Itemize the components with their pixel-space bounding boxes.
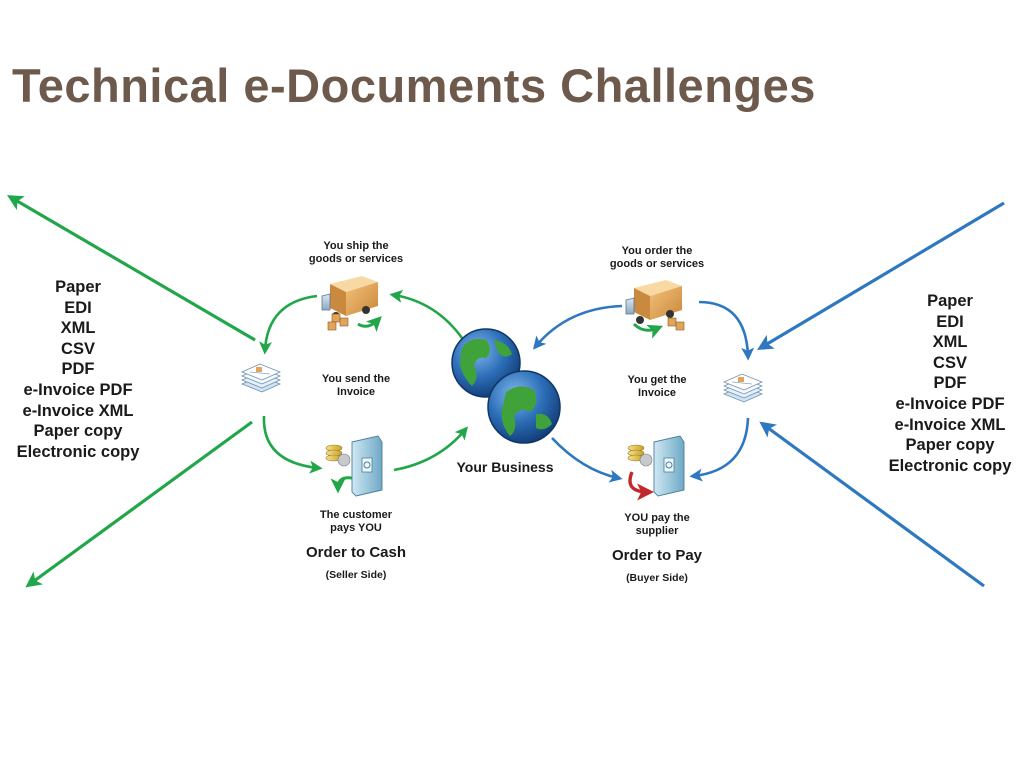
format-item: PDF (933, 374, 967, 393)
format-item: Electronic copy (888, 456, 1012, 475)
format-item: Electronic copy (16, 442, 140, 461)
format-item: PDF (61, 360, 95, 379)
left-upper-diagonal-arrow (7, 195, 256, 342)
seller-arrow-business-to-ship (389, 289, 464, 339)
invoice-documents-icon (240, 363, 282, 393)
truck-icon (321, 276, 382, 333)
buyer-arrow-business-to-order (532, 304, 623, 350)
seller-arrow-ship-to-invoice (259, 294, 318, 355)
format-item: Paper copy (905, 436, 995, 455)
right-upper-diagonal-arrow (757, 201, 1005, 350)
format-item: XML (60, 319, 96, 338)
format-item: Paper (55, 278, 101, 296)
format-item: e-Invoice XML (894, 415, 1006, 434)
seller-arrow-invoice-to-pay (262, 415, 323, 474)
format-item: XML (932, 333, 968, 352)
buyer-arrow-order-to-invoice (698, 300, 755, 361)
buyer-side-label: (Buyer Side) (626, 572, 688, 584)
page-title: Technical e-Documents Challenges (12, 59, 816, 112)
left-format-list: Paper EDI XML CSV PDF e-Invoice PDF e-In… (8, 277, 148, 462)
seller-arrow-pay-to-business (393, 426, 469, 472)
globe-icon (451, 328, 561, 444)
format-item: e-Invoice XML (22, 401, 134, 420)
seller-side-label: (Seller Side) (325, 569, 387, 581)
format-item: CSV (933, 353, 967, 372)
format-item: EDI (936, 312, 964, 331)
right-lower-diagonal-arrow (759, 421, 985, 588)
order-to-pay-title: Order to Pay (611, 547, 703, 564)
buyer-arrow-invoice-to-pay (689, 417, 750, 482)
invoice-documents-icon (722, 373, 764, 403)
order-to-cash-title: Order to Cash (305, 544, 407, 561)
format-item: Paper (927, 292, 973, 310)
format-item: EDI (64, 298, 92, 317)
payment-icon (627, 435, 685, 501)
format-item: CSV (61, 339, 95, 358)
right-format-list: Paper EDI XML CSV PDF e-Invoice PDF e-In… (880, 291, 1020, 476)
payment-icon (325, 435, 383, 497)
your-business-label: Your Business (456, 459, 554, 475)
truck-icon (625, 280, 685, 339)
format-item: Paper copy (33, 422, 123, 441)
left-lower-diagonal-arrow (25, 420, 253, 588)
format-item: e-Invoice PDF (895, 394, 1005, 413)
buyer-arrow-business-to-pay (551, 437, 623, 483)
format-item: e-Invoice PDF (23, 380, 133, 399)
